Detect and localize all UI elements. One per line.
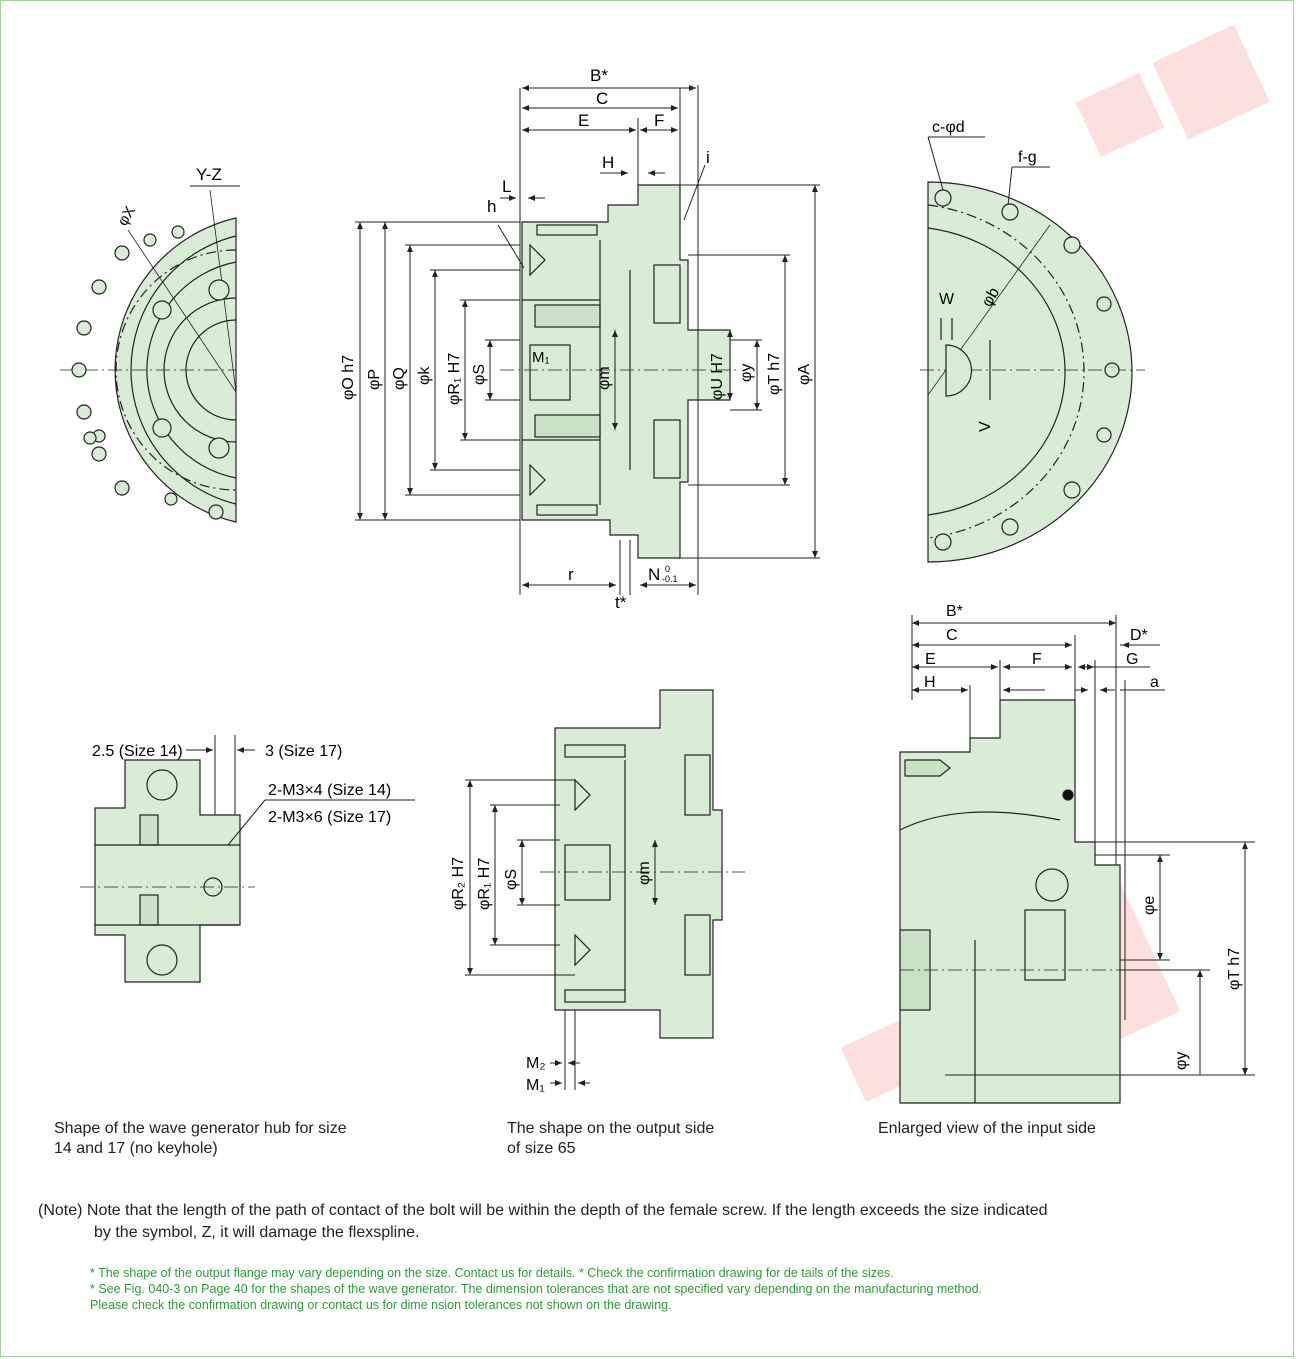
dim-n-upper: 0 [665,564,670,574]
dim-l: L [502,177,511,196]
dim-phi-o: φO h7 [340,355,357,400]
caption-output-line1: The shape on the output side [507,1120,715,1137]
out-m1: M₁ [526,1077,545,1094]
main-dim-labels: B* C E F H i L h r N 0 -0.1 t* M₁ [487,66,710,612]
main-dimension-lines [355,85,820,595]
dim-phi-y: φy [738,364,755,382]
out-phi-r2: φR₂ H7 [450,857,467,910]
dim-phi-a: φA [796,364,813,385]
label-c-phi-d: c-φd [932,119,965,136]
dim-b: B* [590,66,608,85]
dim-phi-u: φU H7 [709,353,726,400]
dim-e: E [578,111,589,130]
main-vertical-labels: φO h7 φP φQ φk φR₁ H7 φS φm φU H7 φy φT … [340,353,813,405]
dim-h-cap: H [602,153,614,172]
label-y-z: Y-Z [196,165,222,184]
dim-phi-m: φm [596,366,613,390]
main-section-view [500,184,740,559]
hub-m3x6: 2-M3×6 (Size 17) [268,809,391,826]
dim-t: t* [615,593,627,612]
in-b: B* [946,603,963,620]
hub-size17: 3 (Size 17) [265,743,342,760]
dim-phi-s: φS [471,364,488,385]
note: (Note) Note that the length of the path … [38,1200,1268,1244]
right-view-leaders [927,136,1050,206]
output-labels: φR₂ H7 φR₁ H7 φS φm M₂ M₁ [450,857,653,1094]
note-line2: by the symbol, Z, it will damage the fle… [94,1224,420,1241]
caption-output: The shape on the output side of size 65 [507,1119,714,1159]
dim-f: F [654,111,664,130]
footnote-1: * The shape of the output flange may var… [90,1266,894,1280]
output-side-view [540,689,745,1039]
footnote-3: Please check the confirmation drawing or… [90,1298,672,1312]
out-m2: M₂ [526,1055,546,1072]
dim-phi-k: φk [416,366,433,385]
dim-n-lower: -0.1 [662,574,678,584]
hub-m3x4: 2-M3×4 (Size 14) [268,782,391,799]
caption-output-line2: of size 65 [507,1140,576,1157]
enlarged-input-view [899,699,1121,1104]
footnotes: * The shape of the output flange may var… [90,1265,1280,1313]
left-front-view [60,189,237,523]
in-phi-t: φT h7 [1226,948,1243,990]
in-phi-e: φe [1141,896,1158,915]
right-front-view [920,181,1145,563]
hub-labels: 2.5 (Size 14) 3 (Size 17) 2-M3×4 (Size 1… [92,743,391,826]
footnote-2: * See Fig. 040-3 on Page 40 for the shap… [90,1282,983,1296]
dim-c: C [596,89,608,108]
in-e: E [925,651,936,668]
caption-hub: Shape of the wave generator hub for size… [54,1119,347,1159]
input-labels: B* C D* E F G H a φe φT h7 φy [924,603,1243,1070]
hub-view [80,759,255,983]
caption-hub-line1: Shape of the wave generator hub for size [54,1120,347,1137]
in-phi-y: φy [1173,1052,1190,1070]
dim-phi-t: φT h7 [766,353,783,395]
dim-m1: M₁ [532,349,550,366]
in-h: H [924,674,936,691]
out-phi-r1: φR₁ H7 [476,858,493,910]
in-f: F [1032,651,1042,668]
caption-hub-line2: 14 and 17 (no keyhole) [54,1140,218,1157]
in-g: G [1126,651,1138,668]
dim-phi-p: φP [366,369,383,390]
out-phi-m: φm [636,861,653,885]
dim-n: N [648,565,660,584]
dim-h: h [487,197,496,216]
label-w: W [939,291,955,308]
label-phi-x: φX [114,203,139,229]
caption-input: Enlarged view of the input side [878,1120,1096,1137]
dim-phi-r1: φR₁ H7 [446,353,463,405]
input-dimension-lines [911,615,1255,1076]
hub-size14: 2.5 (Size 14) [92,743,183,760]
hub-leaders [186,735,415,846]
dim-r: r [568,565,574,584]
note-line1: (Note) Note that the length of the path … [38,1202,1048,1219]
dim-i: i [706,148,710,167]
output-dimension-lines [465,779,658,1090]
out-phi-s: φS [503,869,520,890]
label-f-g: f-g [1018,149,1037,166]
in-d: D* [1130,627,1148,644]
dim-phi-q: φQ [391,367,408,390]
in-c: C [946,627,958,644]
in-a: a [1150,674,1159,691]
label-v: V [977,421,994,432]
